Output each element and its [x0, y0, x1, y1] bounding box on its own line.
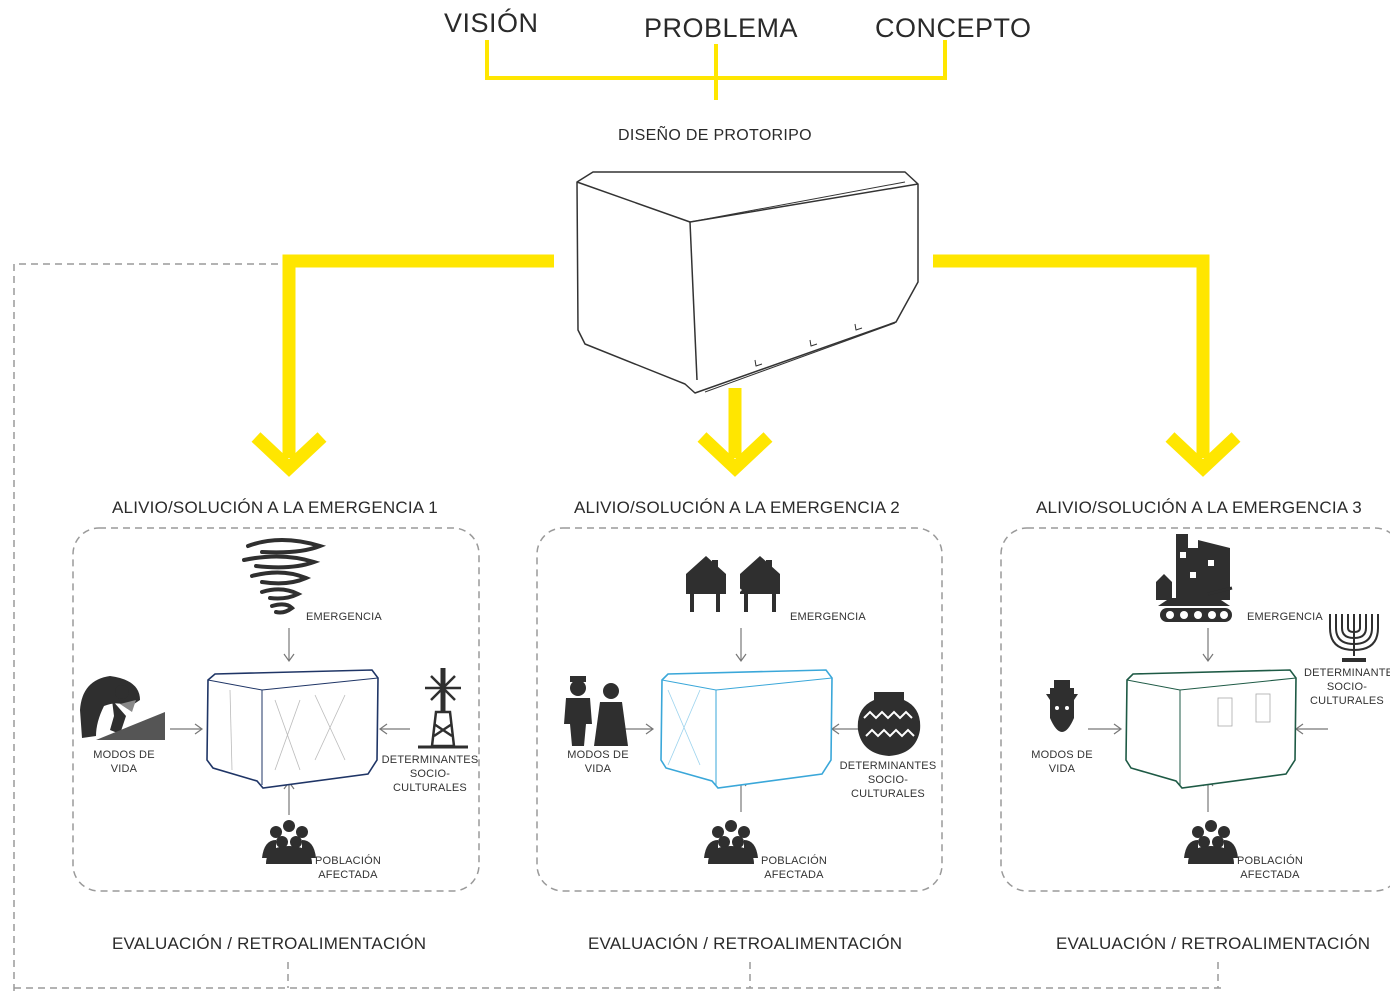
column-2-population-label: POBLACIÓN AFECTADA — [761, 855, 827, 881]
header-concept: CONCEPTO — [875, 13, 1032, 43]
tornado-icon — [242, 538, 327, 615]
column-2-sociocultural-label: DETERMINANTES SOCIO- CULTURALES — [839, 760, 937, 800]
earthquake-houses-icon — [686, 556, 780, 612]
feedback-loop — [13, 263, 1225, 991]
farmer-icon — [80, 676, 165, 740]
population-icon-3 — [1184, 820, 1238, 864]
column-2-graphics — [564, 556, 921, 864]
header-bracket — [485, 40, 947, 100]
header-vision: VISIÓN — [444, 8, 539, 38]
header-problem: PROBLEMA — [644, 13, 799, 43]
column-3-livelihood-label: MODOS DE VIDA — [1031, 749, 1093, 775]
column-3-evaluation: EVALUACIÓN / RETROALIMENTACIÓN — [1056, 934, 1371, 953]
war-tank-icon — [1156, 534, 1233, 622]
column-1-livelihood-label: MODOS DE VIDA — [93, 749, 155, 775]
flow-arrows — [251, 254, 1241, 477]
prototype-title: DISEÑO DE PROTORIPO — [618, 127, 812, 144]
column-3-sociocultural-label: DETERMINANTE SOCIO- CULTURALES — [1304, 667, 1390, 707]
population-icon-2 — [704, 820, 758, 864]
column-3-title: ALIVIO/SOLUCIÓN A LA EMERGENCIA 3 — [1036, 498, 1362, 517]
prototype-box — [576, 171, 919, 394]
orthodox-man-icon — [1046, 680, 1078, 732]
column-1-graphics — [80, 538, 468, 864]
emergency-boxes — [72, 527, 1390, 892]
column-1-evaluation: EVALUACIÓN / RETROALIMENTACIÓN — [112, 934, 427, 953]
column-1-emergency-label: EMERGENCIA — [306, 611, 382, 623]
column-2-emergency-label: EMERGENCIA — [790, 611, 866, 623]
windmill-icon — [418, 668, 468, 749]
pottery-icon — [857, 692, 921, 756]
population-icon-1 — [262, 820, 316, 864]
column-2-evaluation: EVALUACIÓN / RETROALIMENTACIÓN — [588, 934, 903, 953]
column-1-population-label: POBLACIÓN AFECTADA — [315, 855, 381, 881]
column-1-title: ALIVIO/SOLUCIÓN A LA EMERGENCIA 1 — [112, 498, 438, 517]
column-3-population-label: POBLACIÓN AFECTADA — [1237, 855, 1303, 881]
column-3-emergency-label: EMERGENCIA — [1247, 611, 1323, 623]
column-2-livelihood-label: MODOS DE VIDA — [567, 749, 629, 775]
column-3-graphics — [1046, 534, 1379, 864]
column-1-sociocultural-label: DETERMINANTES SOCIO- CULTURALES — [381, 754, 479, 794]
column-2-title: ALIVIO/SOLUCIÓN A LA EMERGENCIA 2 — [574, 498, 900, 517]
couple-icon — [564, 676, 628, 746]
menorah-icon — [1329, 614, 1379, 662]
